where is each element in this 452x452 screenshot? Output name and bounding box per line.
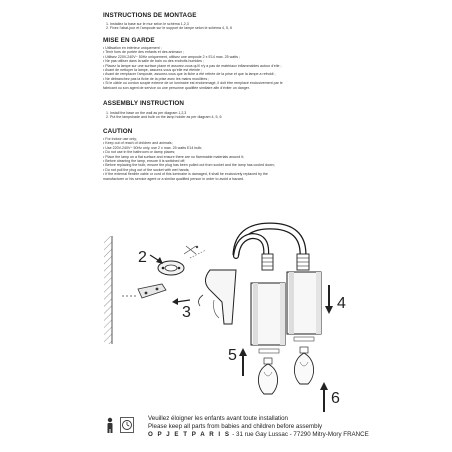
- lamp-holders-illustration: [261, 253, 310, 271]
- wall-dowel-illustration: [122, 283, 167, 299]
- caution-item: • Place the lamp on a flat surface and e…: [103, 154, 245, 159]
- diagram-label-5: 5: [228, 347, 237, 364]
- montage-steps: 1. Installez la base sur le mur selon le…: [103, 22, 395, 31]
- footer-address: O P J E T P A R I S - 31 rue Gay Lussac …: [148, 431, 369, 438]
- caution-item: • Use 220V-240V~ 50Hz only, use 2 x max.…: [103, 145, 203, 150]
- garde-item: • Avant de remplacer l'ampoule, assurez-…: [103, 72, 276, 77]
- caution-item: • Before replacing the bulb, ensure the …: [103, 163, 275, 168]
- garde-item: • Avant de nettoyer la lampe, assurez-vo…: [103, 68, 202, 73]
- child-icon: [107, 417, 113, 433]
- caution-list: • For indoor use only; • Keep out of rea…: [103, 137, 395, 181]
- garde-item: • Tenir hors de portée des enfants et de…: [103, 50, 185, 55]
- montage-step: 2. Fixez l'abat-jour et l'ampoule sur le…: [106, 26, 233, 31]
- bulbs-illustration: [258, 346, 314, 395]
- assembly-step: 1. Install the base on the wall as per d…: [106, 111, 187, 115]
- garde-title: MISE EN GARDE: [103, 37, 155, 44]
- clock-icon: [120, 417, 134, 433]
- footer: Veuillez éloigner les enfants avant tout…: [100, 413, 400, 443]
- brand-name: O P J E T P A R I S: [148, 431, 231, 438]
- garde-item: • Ne pas utiliser dans la salle de bain …: [103, 59, 204, 64]
- footer-line-fr: Veuillez éloigner les enfants avant tout…: [148, 415, 288, 422]
- diagram-label-6: 6: [331, 390, 340, 407]
- caution-item: • Before cleaning the lamp, ensure it is…: [103, 159, 186, 164]
- arrows: [149, 254, 333, 412]
- lampshades-illustration: [250, 271, 322, 354]
- wall-base-illustration: [198, 269, 237, 325]
- caution-item: • Keep out of reach of children and anim…: [103, 141, 173, 146]
- assembly-step: 2. Put the lampshade and bulb on the lam…: [106, 115, 222, 120]
- garde-item: • Ne débranchez pas la fiche de la prise…: [103, 76, 210, 81]
- caution-item: • If the external flexible cable or cord…: [103, 172, 268, 177]
- garde-item: • Utilisez 220V-240V~ 50Hz uniquement, u…: [103, 54, 240, 59]
- garde-item: • Placez la lampe sur une surface plane …: [103, 63, 282, 68]
- montage-step: 1. Installez la base sur le mur selon le…: [106, 22, 189, 26]
- diagram-label-3: 3: [182, 304, 191, 321]
- caution-item: • For indoor use only;: [103, 137, 138, 141]
- caution-item: • Do not use in the bathroom or damp pla…: [103, 150, 176, 155]
- garde-item: • Utilisation en intérieur uniquement ;: [103, 46, 162, 50]
- footer-line-en: Please keep all parts from babies and ch…: [148, 423, 323, 430]
- lamp-arms-illustration: [232, 222, 307, 260]
- assembly-title: ASSEMBLY INSTRUCTION: [103, 100, 185, 107]
- address-text: - 31 rue Gay Lussac - 77290 Mitry-Mory F…: [230, 431, 369, 438]
- wall-illustration: [104, 236, 113, 344]
- mounting-plate-illustration: [157, 245, 207, 276]
- garde-list: • Utilisation en intérieur uniquement ; …: [103, 46, 395, 90]
- diagram-label-2: 2: [138, 249, 147, 266]
- caution-title: CAUTION: [103, 128, 133, 135]
- caution-item: • Do not pull the plug out of the socket…: [103, 167, 190, 172]
- diagram-label-4: 4: [337, 295, 346, 312]
- garde-item: • Si le câble ou cordon souple externe d…: [103, 81, 283, 86]
- montage-title: INSTRUCTIONS DE MONTAGE: [103, 12, 197, 19]
- garde-item: fabricant ou son agent de service ou une…: [103, 85, 250, 90]
- caution-item: manufacturer or his service agent or a s…: [103, 176, 245, 181]
- assembly-steps: 1. Install the base on the wall as per d…: [103, 111, 395, 120]
